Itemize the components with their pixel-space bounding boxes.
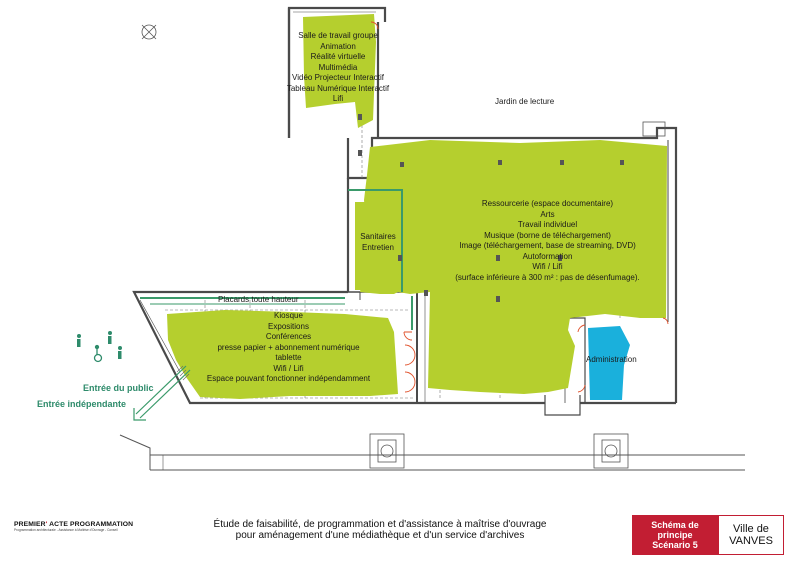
logo-subtitle: Programmation architecturale - Assistanc… <box>14 528 118 532</box>
label-kiosque: Kiosque Expositions Conférences presse p… <box>206 311 371 383</box>
north-arrow-icon <box>141 24 157 40</box>
wheelchair-icon <box>93 344 103 363</box>
structural-columns <box>358 114 624 302</box>
company-logo: PREMIER' ACTE PROGRAMMATION Programmatio… <box>14 521 154 532</box>
label-entree-public: Entrée du public <box>83 383 154 393</box>
zone-ressourcerie <box>360 140 667 394</box>
pedestrian-icon <box>77 331 122 359</box>
zone-travail-groupe <box>303 14 376 128</box>
document-title-line1: Étude de faisabilité, de programmation e… <box>213 519 547 530</box>
label-placards: Placards toute hauteur <box>218 295 299 304</box>
scenario-badge: Schéma de principe Scénario 5 <box>632 515 718 555</box>
label-administration: Administration <box>586 355 637 364</box>
document-title: Étude de faisabilité, de programmation e… <box>150 519 610 541</box>
street-outline <box>119 434 745 471</box>
zone-administration <box>588 326 630 400</box>
ramp-hatch <box>176 365 190 381</box>
label-entree-independante: Entrée indépendante <box>37 399 127 409</box>
document-title-line2: pour aménagement d'une médiathèque et d'… <box>235 530 525 541</box>
label-ressourcerie: Ressourcerie (espace documentaire) Arts … <box>455 199 640 282</box>
zone-sanitaires <box>355 202 400 290</box>
door-swings <box>370 21 669 393</box>
street-trees <box>369 433 629 469</box>
logo-apostrophe: ' <box>45 521 48 528</box>
city-badge-line2: VANVES <box>729 535 773 547</box>
scenario-badge-line3: Scénario 5 <box>652 540 698 550</box>
garden-wall <box>642 121 666 137</box>
entry-arrow <box>133 365 191 421</box>
city-badge-line1: Ville de <box>733 523 769 535</box>
zone-kiosque <box>167 310 398 399</box>
label-salle-travail-groupe: Salle de travail groupe Animation Réalit… <box>286 31 390 103</box>
zone-fills <box>167 14 667 399</box>
logo-text-premier: PREMIER <box>14 521 46 528</box>
city-badge: Ville de VANVES <box>718 515 784 555</box>
label-sanitaires: Sanitaires Entretien <box>360 232 396 252</box>
logo-text-acte: ACTE PROGRAMMATION <box>49 521 134 528</box>
scenario-badge-line1: Schéma de <box>651 520 699 530</box>
scenario-badge-line2: principe <box>657 530 693 540</box>
label-jardin-lecture: Jardin de lecture <box>495 97 555 106</box>
